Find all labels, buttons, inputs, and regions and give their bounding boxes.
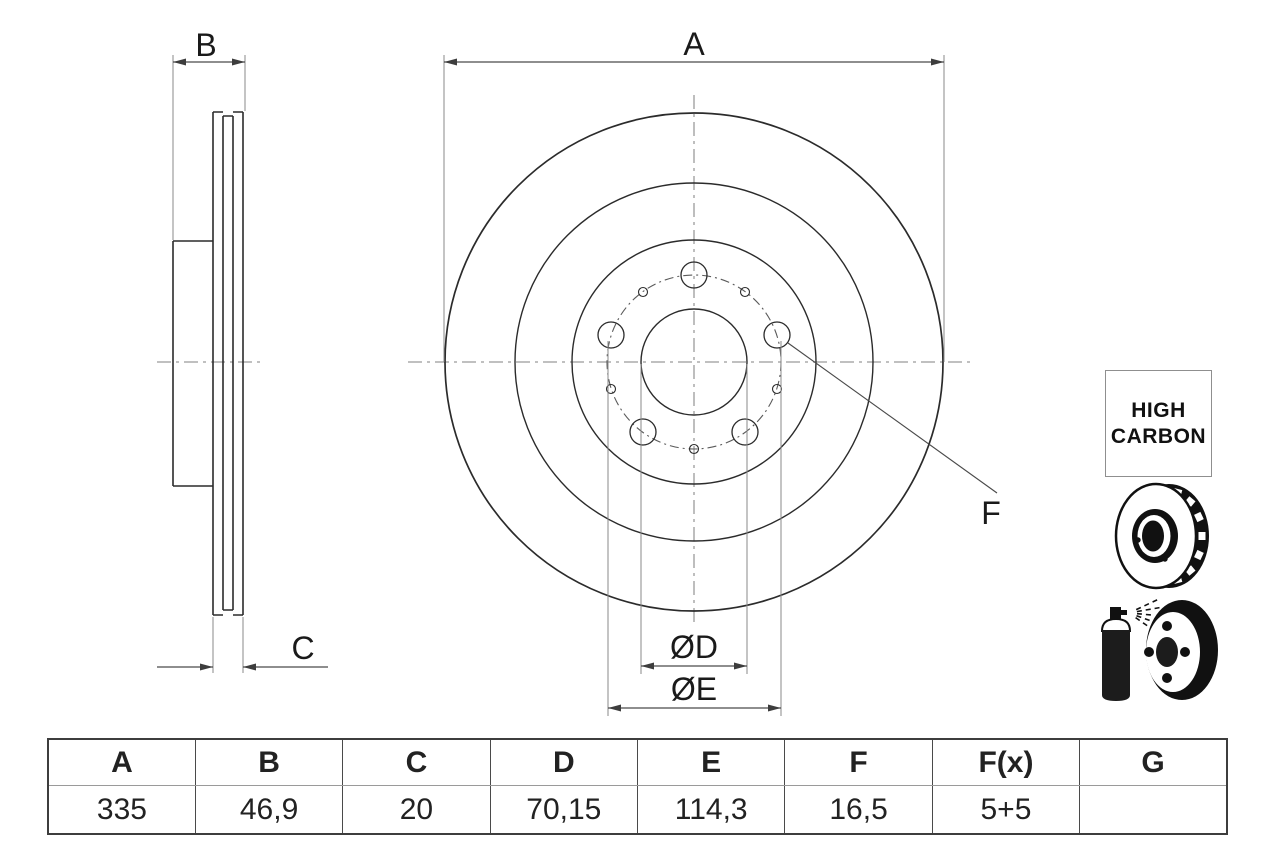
dimension-c-label: C [291, 630, 314, 666]
hat-profile [172, 240, 213, 487]
table-header-fx: F(x) [931, 739, 1080, 786]
table-header-a: A [47, 739, 196, 786]
value-g [1079, 785, 1227, 834]
value-f: 16,5 [784, 785, 933, 834]
dimensions-table: A B C D E F F(x) G 335 46,9 20 70,15 114… [47, 738, 1228, 835]
locating-holes [605, 286, 783, 455]
dimension-f-label: F [981, 495, 1001, 531]
dimension-b-label: B [195, 27, 216, 63]
small-hole [739, 286, 751, 298]
dimension-e-label: ØE [671, 671, 717, 707]
center-bore-circle [640, 308, 748, 416]
bolt-hole [680, 261, 708, 289]
value-d: 70,15 [489, 785, 638, 834]
arrowhead-right [734, 662, 747, 670]
spray-mist [1135, 599, 1160, 627]
disc-plates-profile [212, 111, 244, 616]
arrowhead-left [200, 663, 213, 671]
hub-bolt-holes [1135, 511, 1168, 562]
badge-line-1: HIGH [1131, 398, 1186, 422]
value-b: 46,9 [194, 785, 343, 834]
dimension-e: ØE [607, 341, 782, 716]
table-header-e: E [636, 739, 785, 786]
arrowhead-right [931, 58, 944, 66]
arrowhead-left [641, 662, 654, 670]
small-hole [637, 286, 649, 298]
friction-band-inner-circle [514, 182, 874, 542]
outer-diameter-circle [444, 112, 944, 612]
dimension-a: A [443, 26, 945, 362]
dimension-a-label: A [683, 26, 705, 62]
table-value-row: 335 46,9 20 70,15 114,3 16,5 5+5 [47, 785, 1227, 834]
dimension-b: B [172, 27, 246, 240]
value-c: 20 [342, 785, 491, 834]
front-view [444, 112, 944, 612]
spray-coated-disc-icon [1100, 599, 1218, 701]
dimension-f-leader: F [787, 342, 1001, 531]
table-header-f: F [784, 739, 933, 786]
dimension-d-label: ØD [670, 629, 718, 665]
value-fx: 5+5 [931, 785, 1080, 834]
centerlines [157, 95, 975, 625]
arrowhead-left [608, 704, 621, 712]
badge-line-2: CARBON [1110, 424, 1207, 448]
dimension-d: ØD [640, 364, 748, 674]
value-a: 335 [47, 785, 196, 834]
bolt-hole [629, 418, 657, 446]
table-header-d: D [489, 739, 638, 786]
vented-brake-disc-icon [1114, 482, 1209, 590]
coated-disc [1144, 600, 1218, 700]
bolt-hole [597, 321, 625, 349]
small-hole [688, 443, 700, 455]
table-header-b: B [194, 739, 343, 786]
arrowhead-left [444, 58, 457, 66]
high-carbon-badge: HIGH CARBON [1105, 370, 1212, 477]
table-header-g: G [1079, 739, 1227, 786]
disc-illustration [1114, 482, 1209, 590]
bolt-hole [731, 418, 759, 446]
table-header-c: C [342, 739, 491, 786]
side-view-outline [172, 111, 244, 616]
arrowhead-left [173, 58, 186, 66]
bolt-hole [763, 321, 791, 349]
arrowhead-right [232, 58, 245, 66]
disc-bolt-holes [1144, 621, 1190, 683]
spray-can [1100, 599, 1160, 701]
value-e: 114,3 [636, 785, 785, 834]
table-header-row: A B C D E F F(x) G [47, 739, 1227, 786]
dimension-c: C [157, 617, 328, 673]
hat-circle [571, 239, 817, 485]
arrowhead-right [768, 704, 781, 712]
drawing-canvas: A B C [157, 26, 1001, 716]
small-hole [605, 383, 617, 395]
bolt-holes [597, 261, 791, 446]
arrowhead-right [243, 663, 256, 671]
